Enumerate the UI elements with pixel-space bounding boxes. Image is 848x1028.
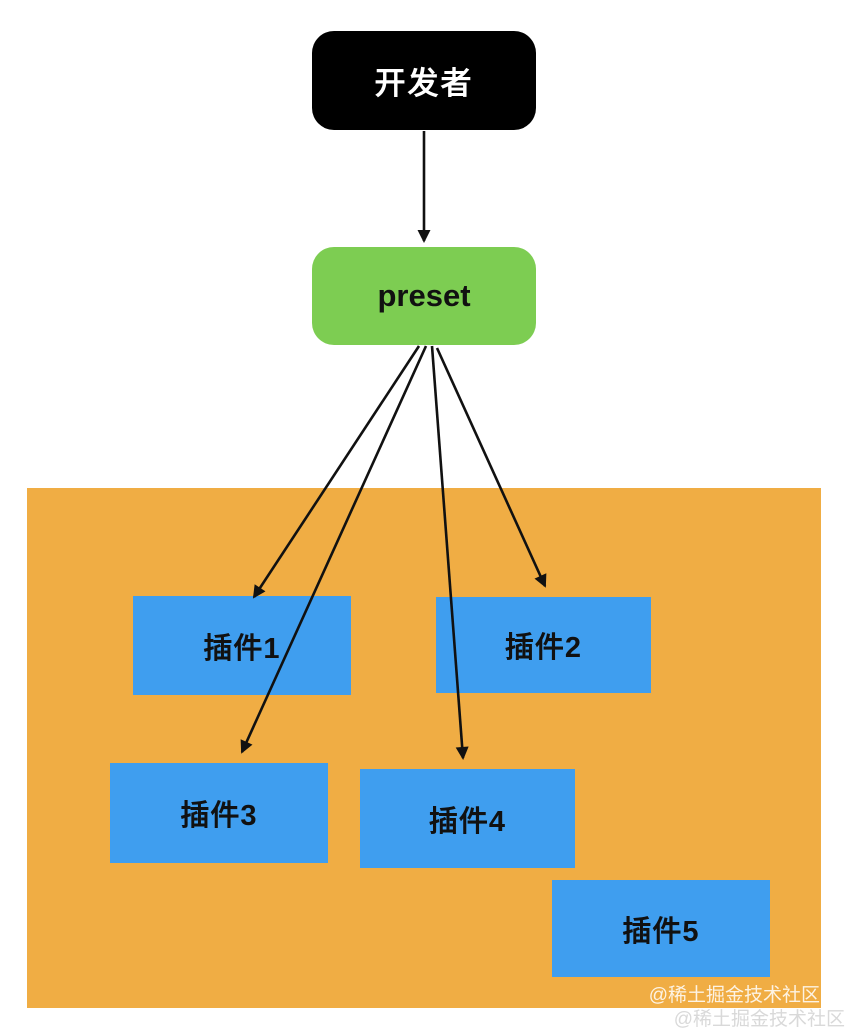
watermark-line1: @稀土掘金技术社区 <box>648 985 820 1006</box>
plugin-node-4-label: 插件4 <box>428 805 507 838</box>
plugin-node-1: 插件1 <box>133 596 351 695</box>
plugin-node-3-label: 插件3 <box>180 800 258 832</box>
plugin-node-4: 插件4 <box>360 769 575 868</box>
plugin-node-2-label: 插件2 <box>504 632 583 664</box>
developer-node: 开发者 <box>312 31 536 130</box>
preset-node: preset <box>312 247 536 345</box>
plugin-node-3: 插件3 <box>110 763 328 863</box>
plugin-node-2: 插件2 <box>436 597 651 693</box>
watermark-line2: @稀土掘金技术社区 <box>673 1009 845 1028</box>
developer-node-label: 开发者 <box>374 66 474 101</box>
plugin-node-1-label: 插件1 <box>203 632 281 665</box>
plugin-node-5: 插件5 <box>552 880 770 977</box>
preset-node-label: preset <box>377 278 471 313</box>
plugin-node-5-label: 插件5 <box>622 915 700 948</box>
